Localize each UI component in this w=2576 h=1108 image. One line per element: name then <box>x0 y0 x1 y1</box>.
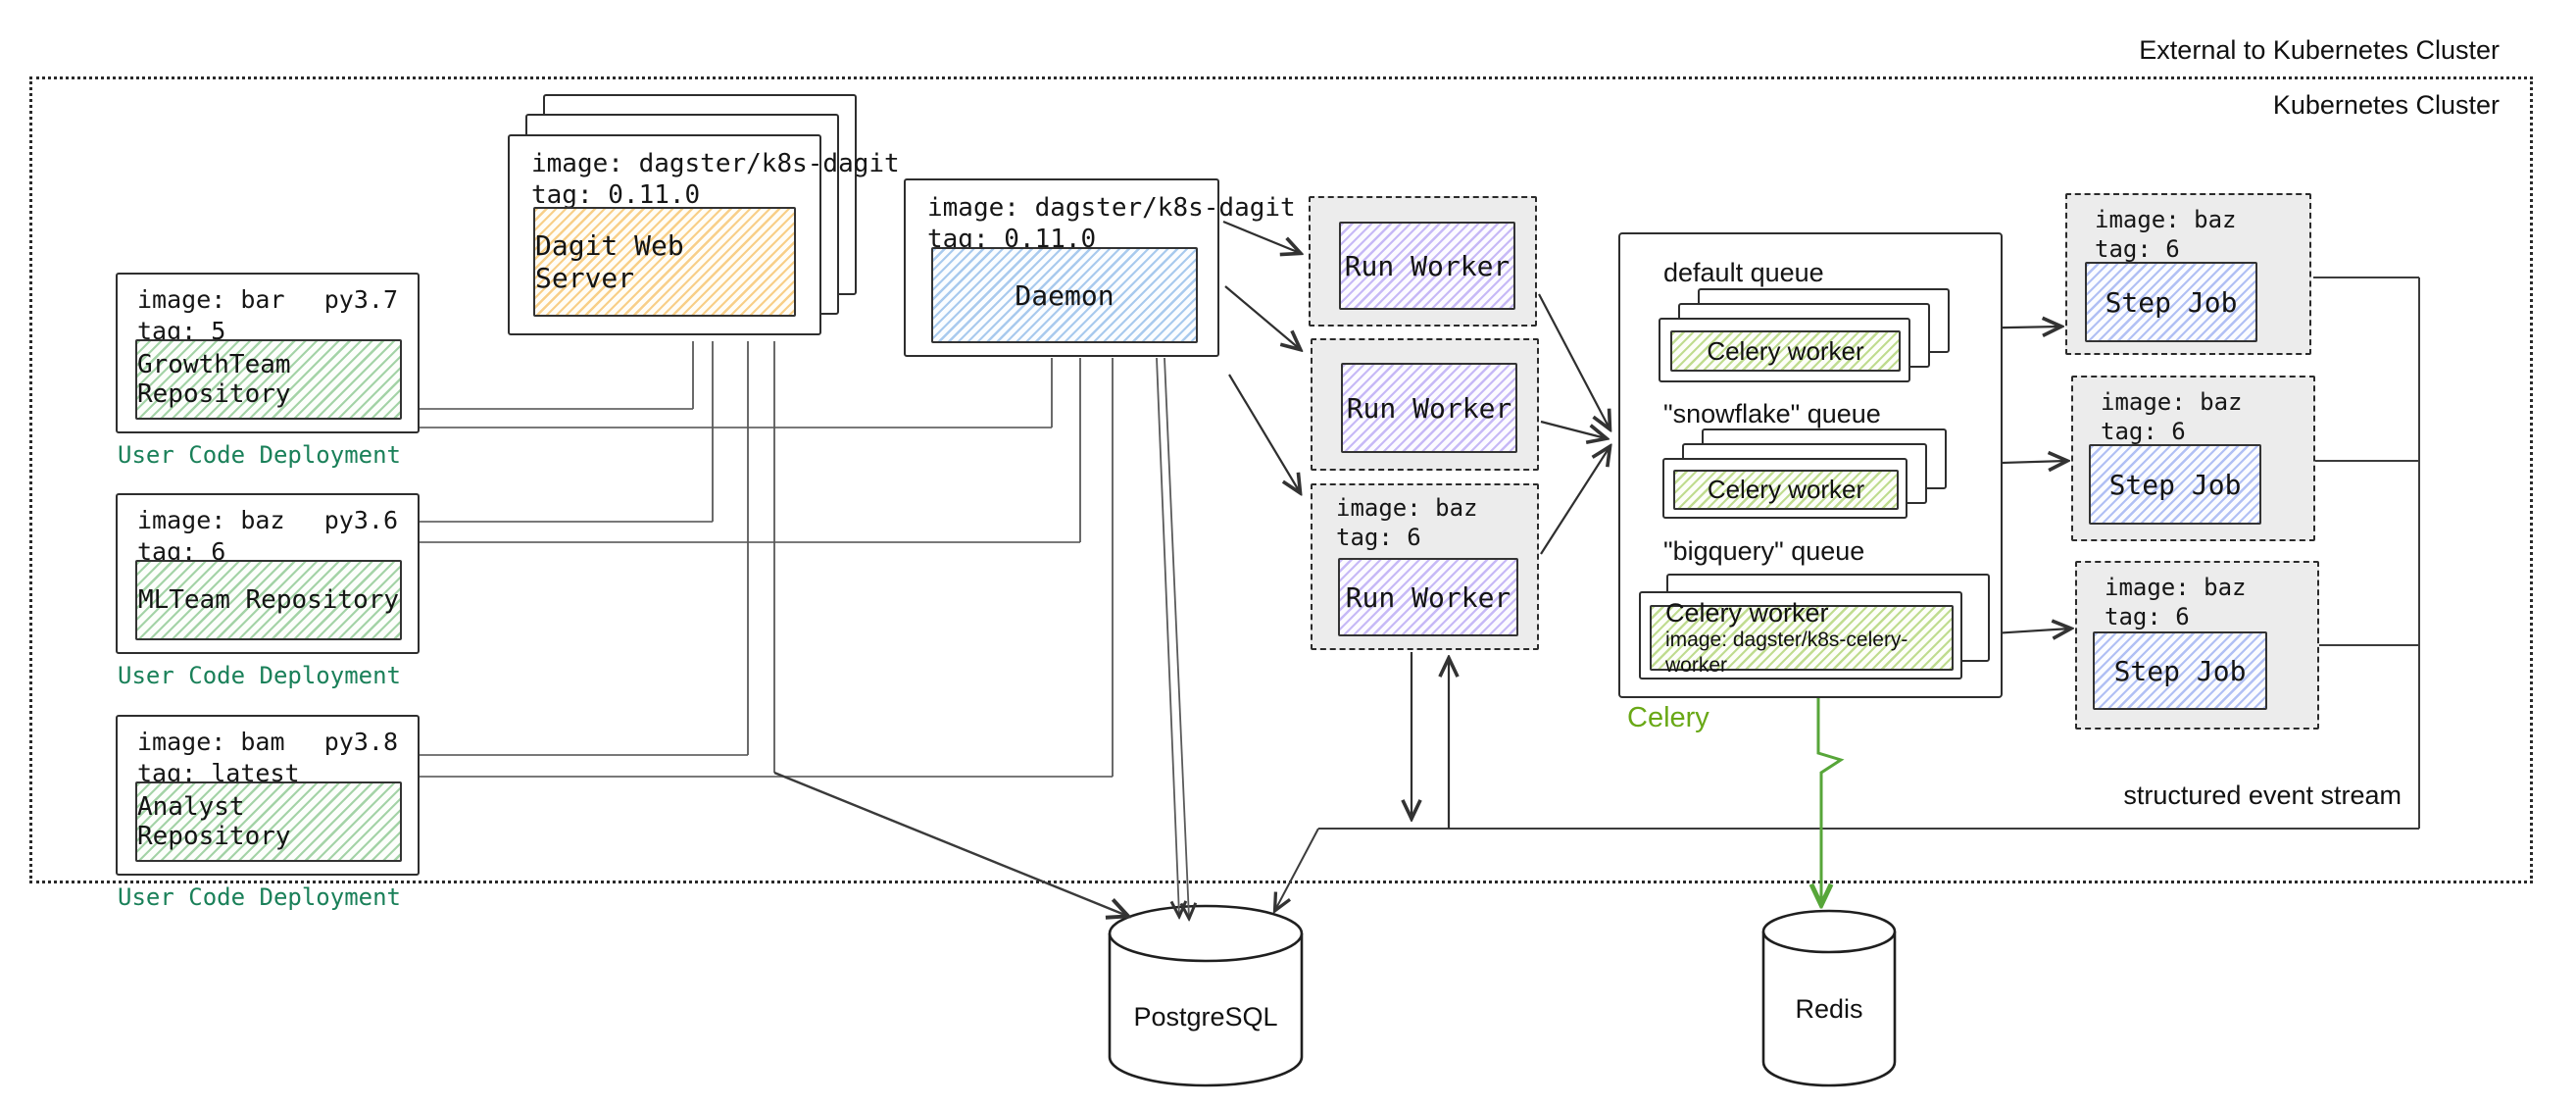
runworker-postgres-links <box>1412 652 1449 829</box>
repo-name: Analyst Repository <box>137 792 291 851</box>
repo-header: image: bam py3.8 <box>118 717 418 758</box>
step-job-tag-label: tag: 6 <box>2101 418 2186 445</box>
repo-name: GrowthTeam Repository <box>137 350 291 409</box>
celery-worker-title: Celery worker <box>1707 335 1864 366</box>
repo-name: MLTeam Repository <box>137 585 400 615</box>
step-job-box: Step Job <box>2093 631 2267 710</box>
run-worker-title: Run Worker <box>1344 249 1511 282</box>
step-job-tag-label: tag: 6 <box>2105 603 2190 630</box>
run-worker-tag-label: tag: 6 <box>1336 524 1421 551</box>
run-worker-box: Run Worker <box>1338 558 1518 636</box>
repo-image-label: image: bar <box>137 285 285 314</box>
queue-label-snowflake: "snowflake" queue <box>1663 399 1881 428</box>
repo-image-label: image: baz <box>137 506 285 534</box>
dagit-web-server-pod: image: dagster/k8s-dagit tag: 0.11.0 Dag… <box>508 134 900 335</box>
celery-worker-box: Celery worker <box>1673 470 1899 510</box>
redis-label: Redis <box>1795 994 1863 1024</box>
celery-to-redis-arrow <box>1818 698 1845 904</box>
runworker-to-celery-arrows <box>1538 293 1610 555</box>
kubernetes-cluster-label: Kubernetes Cluster <box>2272 90 2500 120</box>
dagit-box: Dagit Web Server <box>533 207 796 317</box>
repo-python-version: py3.7 <box>323 285 398 314</box>
celery-container: default queue Celery worker "snowflake" … <box>1618 232 2003 698</box>
step-job-title: Step Job <box>2113 654 2247 687</box>
run-worker-box: Run Worker <box>1339 222 1515 310</box>
celery-worker-title: Celery worker <box>1707 475 1865 504</box>
daemon-to-runworker-arrows <box>1222 220 1300 492</box>
run-worker-image-label: image: baz <box>1336 494 1478 522</box>
step-job-title: Step Job <box>2108 468 2242 501</box>
step-job-box: Step Job <box>2085 262 2257 342</box>
daemon-box: Daemon <box>931 247 1198 343</box>
postgres-cylinder <box>1108 904 1304 1087</box>
daemon-drop-lines <box>1051 357 1189 918</box>
user-code-deployment-mlteam: image: baz py3.6 tag: 6 MLTeam Repositor… <box>116 493 420 654</box>
step-job-tag-label: tag: 6 <box>2095 235 2180 263</box>
repo-grpc-links <box>420 408 1113 778</box>
event-stream-label: structured event stream <box>2123 781 2402 810</box>
run-worker-2-container: Run Worker <box>1311 338 1539 471</box>
external-cluster-label: External to Kubernetes Cluster <box>2139 35 2500 65</box>
daemon-pod: image: dagster/k8s-dagit tag: 0.11.0 Dae… <box>904 178 1296 357</box>
run-worker-title: Run Worker <box>1345 580 1511 614</box>
dagit-drop-lines <box>692 341 1127 916</box>
kubernetes-cluster-boundary <box>29 76 2533 883</box>
run-worker-1-container: Run Worker <box>1309 196 1537 327</box>
step-job-2-container: image: baz tag: 6 Step Job <box>2071 376 2315 541</box>
repo-image-label: image: bam <box>137 728 285 756</box>
queue-label-bigquery: "bigquery" queue <box>1663 536 1865 566</box>
celery-worker-box: Celery worker image: dagster/k8s-celery-… <box>1650 598 1954 677</box>
step-job-image-label: image: baz <box>2105 574 2247 601</box>
user-code-deployment-caption: User Code Deployment <box>118 441 401 469</box>
run-worker-box: Run Worker <box>1341 363 1517 453</box>
daemon-title: Daemon <box>1015 278 1115 312</box>
postgres-label: PostgreSQL <box>1133 1002 1278 1032</box>
event-stream-lines <box>1275 277 2420 910</box>
run-worker-title: Run Worker <box>1346 391 1512 425</box>
step-job-image-label: image: baz <box>2095 206 2237 233</box>
dagit-title: Dagit Web Server <box>535 229 684 294</box>
celery-label: Celery <box>1627 702 1709 733</box>
celery-worker-pod: Celery worker image: dagster/k8s-celery-… <box>1639 591 1962 680</box>
celery-worker-box: Celery worker <box>1670 330 1901 372</box>
repo-header: image: bar py3.7 <box>118 275 418 316</box>
celery-worker-title: Celery worker <box>1665 597 1829 628</box>
queue-label-default: default queue <box>1663 258 1824 287</box>
step-job-title: Step Job <box>2105 285 2238 319</box>
repo-box: Analyst Repository <box>135 781 402 862</box>
dagit-image-label: image: dagster/k8s-dagit <box>531 149 900 178</box>
user-code-deployment-growthteam: image: bar py3.7 tag: 5 GrowthTeam Repos… <box>116 273 420 433</box>
celery-worker-pod: Celery worker <box>1662 458 1907 519</box>
repo-python-version: py3.6 <box>323 506 398 534</box>
step-job-1-container: image: baz tag: 6 Step Job <box>2065 193 2311 355</box>
celery-worker-image-label: image: dagster/k8s-celery-worker <box>1665 628 1908 677</box>
step-job-box: Step Job <box>2089 444 2261 525</box>
dagit-tag-label: tag: 0.11.0 <box>531 180 701 210</box>
redis-cylinder <box>1761 909 1897 1087</box>
step-job-image-label: image: baz <box>2101 388 2243 416</box>
repo-box: MLTeam Repository <box>135 560 402 640</box>
daemon-image-label: image: dagster/k8s-dagit <box>927 193 1296 223</box>
repo-box: GrowthTeam Repository <box>135 339 402 420</box>
user-code-deployment-caption: User Code Deployment <box>118 662 401 689</box>
repo-python-version: py3.8 <box>323 728 398 756</box>
step-job-3-container: image: baz tag: 6 Step Job <box>2075 561 2319 730</box>
repo-header: image: baz py3.6 <box>118 495 418 536</box>
celery-worker-pod: Celery worker <box>1659 318 1910 382</box>
run-worker-3-container: image: baz tag: 6 Run Worker <box>1311 483 1539 650</box>
user-code-deployment-analyst: image: bam py3.8 tag: latest Analyst Rep… <box>116 715 420 876</box>
user-code-deployment-caption: User Code Deployment <box>118 883 401 911</box>
